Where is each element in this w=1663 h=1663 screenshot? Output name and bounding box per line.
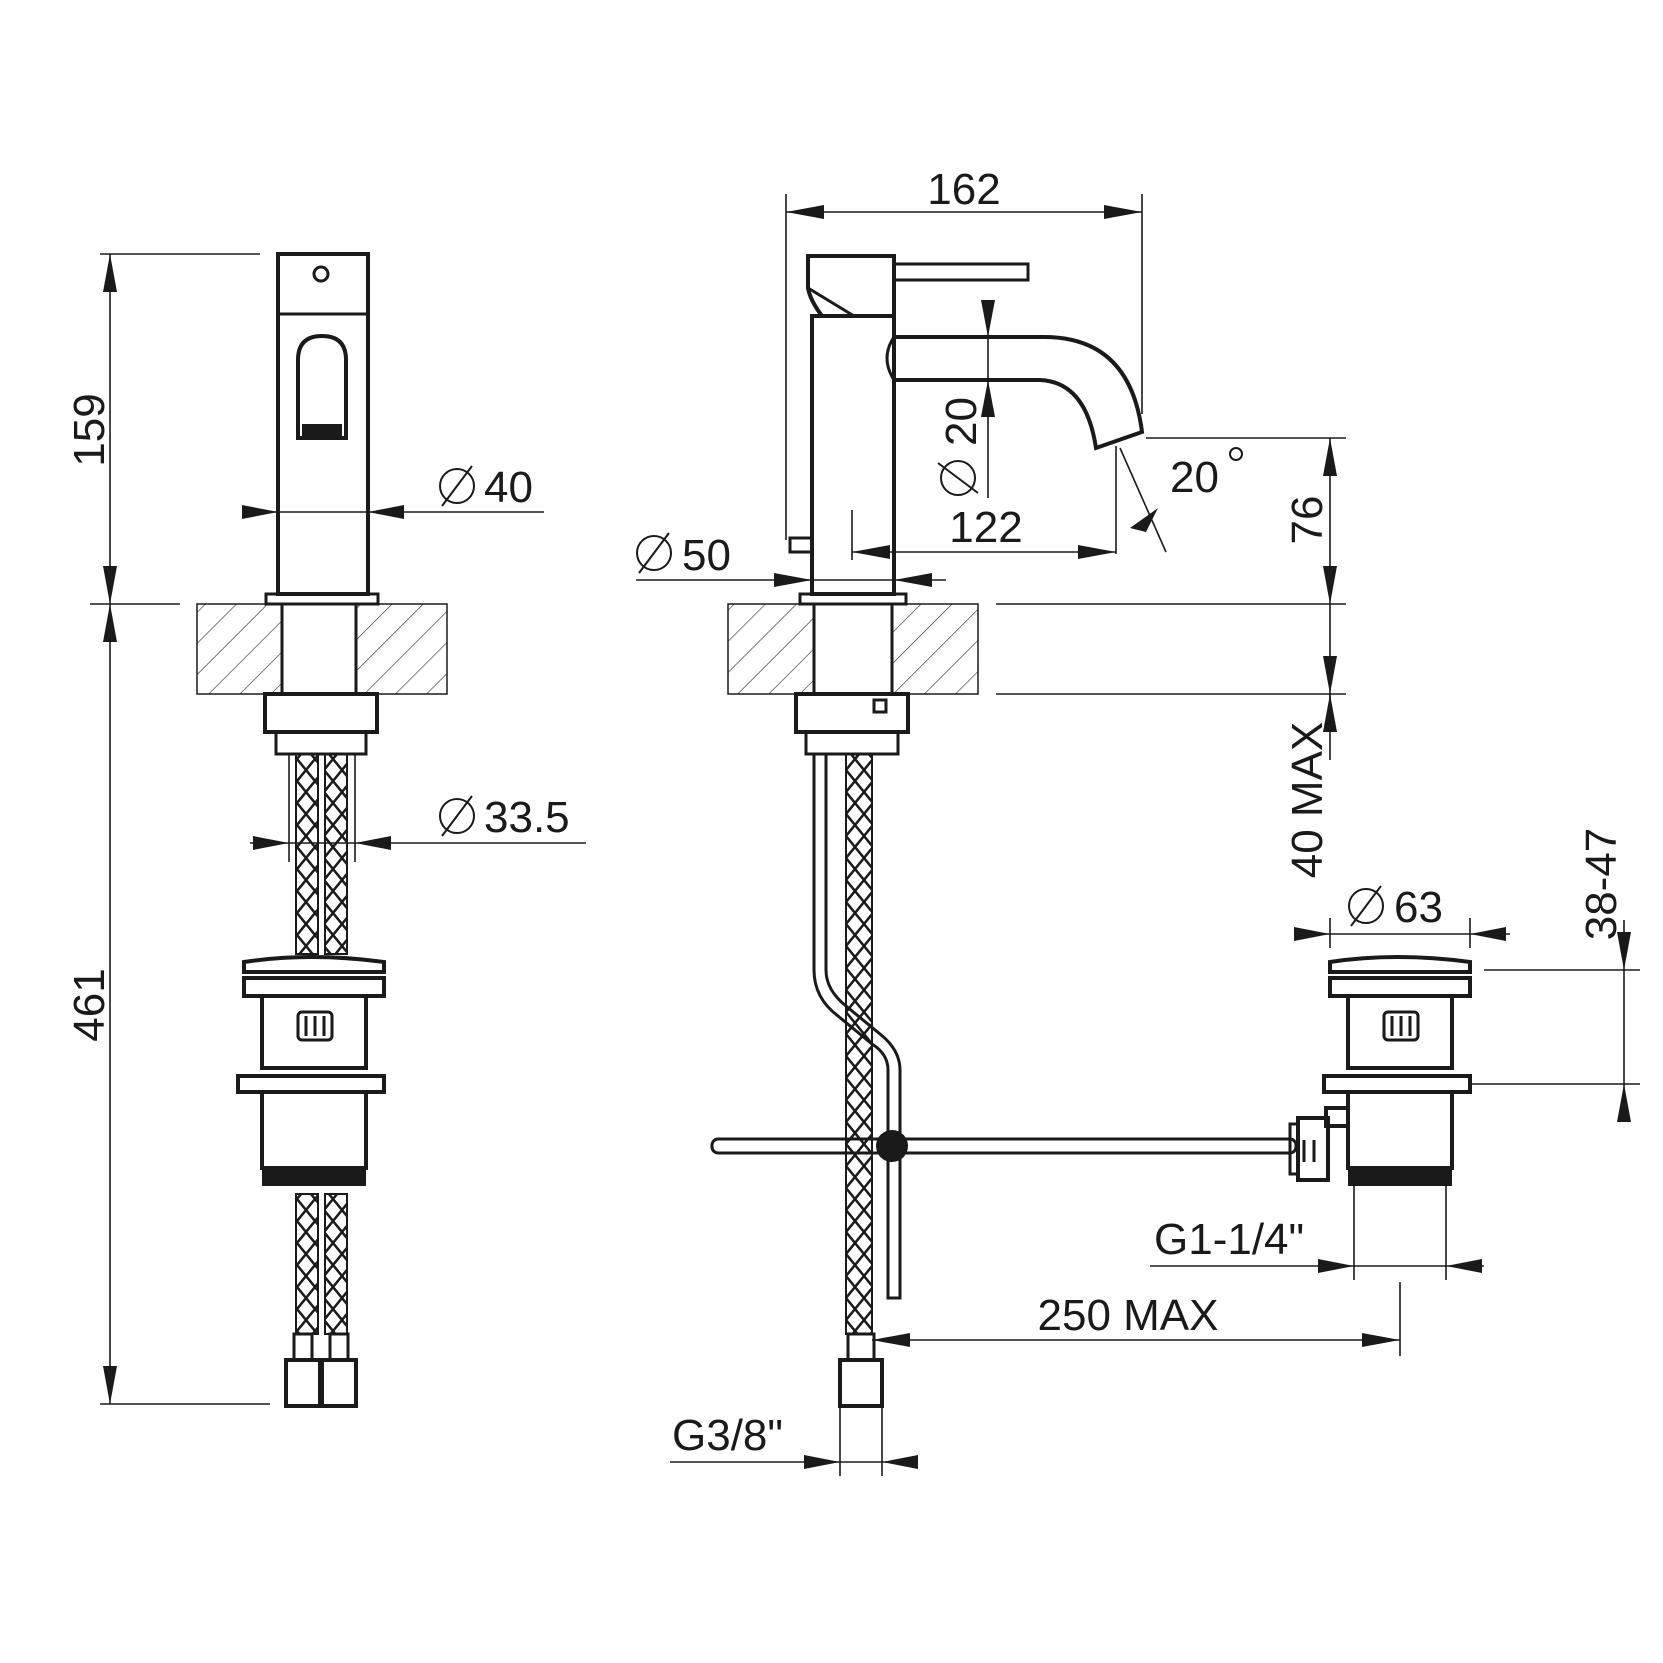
dim-g1-1-4: G1-1/4" bbox=[1154, 1215, 1304, 1264]
front-dimensions: 159 461 40 33.5 bbox=[65, 253, 586, 1405]
diameter-symbol bbox=[1348, 885, 1384, 927]
dim-diameter-63: 63 bbox=[1394, 883, 1443, 932]
dim-angle-20: 20 bbox=[1170, 453, 1219, 502]
linkage-bar bbox=[710, 1137, 1298, 1155]
dim-40-max: 40 MAX bbox=[1283, 722, 1332, 879]
handle-pin bbox=[312, 265, 330, 283]
dim-162: 162 bbox=[927, 165, 1000, 214]
diameter-symbol bbox=[937, 460, 979, 496]
dim-122: 122 bbox=[949, 503, 1022, 552]
dim-38-47: 38-47 bbox=[1577, 828, 1626, 941]
diameter-symbol bbox=[439, 795, 475, 837]
drain-cap-side bbox=[1328, 955, 1472, 974]
degree-symbol bbox=[1229, 447, 1243, 461]
handle-slot bbox=[296, 333, 348, 440]
lever-arm bbox=[892, 262, 1030, 282]
diameter-symbol bbox=[636, 532, 672, 574]
spout bbox=[894, 335, 1145, 451]
dim-76: 76 bbox=[1283, 496, 1332, 545]
dim-g3-8: G3/8" bbox=[672, 1411, 783, 1460]
diameter-symbol bbox=[439, 465, 475, 507]
dim-159: 159 bbox=[65, 393, 114, 466]
front-view bbox=[196, 252, 448, 1408]
side-dimensions: 162 20 20 122 50 bbox=[636, 165, 1640, 1476]
dim-diameter-33-5: 33.5 bbox=[484, 793, 570, 842]
dim-diameter-40: 40 bbox=[484, 463, 533, 512]
dim-461: 461 bbox=[65, 968, 114, 1041]
lever-handle bbox=[806, 254, 896, 318]
dim-diameter-50: 50 bbox=[682, 531, 731, 580]
dim-diameter-20: 20 bbox=[937, 397, 986, 446]
pop-up-rod bbox=[812, 754, 902, 1300]
dim-250-max: 250 MAX bbox=[1038, 1291, 1219, 1340]
side-view bbox=[710, 254, 1472, 1408]
drain-cap-front bbox=[242, 955, 386, 974]
